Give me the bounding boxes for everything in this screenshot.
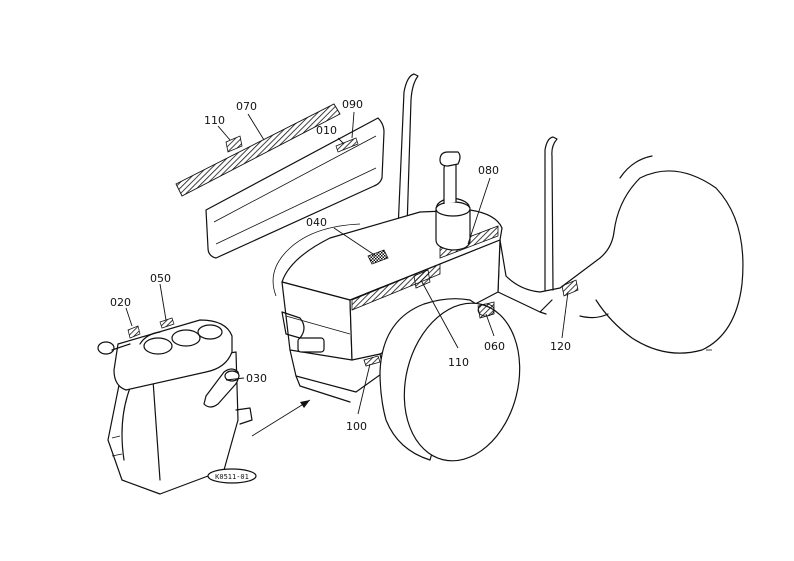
callout-080: 080 bbox=[478, 164, 499, 177]
assembly-arrow bbox=[251, 399, 311, 437]
callout-020: 020 bbox=[110, 296, 131, 309]
callout-040: 040 bbox=[306, 216, 327, 229]
callout-110-lower: 110 bbox=[448, 356, 469, 369]
callout-050: 050 bbox=[150, 272, 171, 285]
engine-block bbox=[97, 317, 253, 495]
side-decal-strip bbox=[175, 103, 385, 259]
callout-030: 030 bbox=[246, 372, 267, 385]
callout-120: 120 bbox=[550, 340, 571, 353]
callout-110-upper: 110 bbox=[204, 114, 225, 127]
front-tyre bbox=[379, 298, 521, 462]
muffler bbox=[435, 151, 471, 251]
callout-070: 070 bbox=[236, 100, 257, 113]
leader-lines bbox=[125, 111, 569, 415]
callout-010: 010 bbox=[316, 124, 337, 137]
callout-labels: 110 070 090 010 080 040 050 020 030 110 … bbox=[110, 98, 571, 433]
callout-060: 060 bbox=[484, 340, 505, 353]
decal-120 bbox=[561, 279, 579, 297]
drawing-code-badge: K0511-01 bbox=[207, 468, 257, 484]
drawing-code: K0511-01 bbox=[215, 473, 249, 481]
callout-090: 090 bbox=[342, 98, 363, 111]
callout-100: 100 bbox=[346, 420, 367, 433]
